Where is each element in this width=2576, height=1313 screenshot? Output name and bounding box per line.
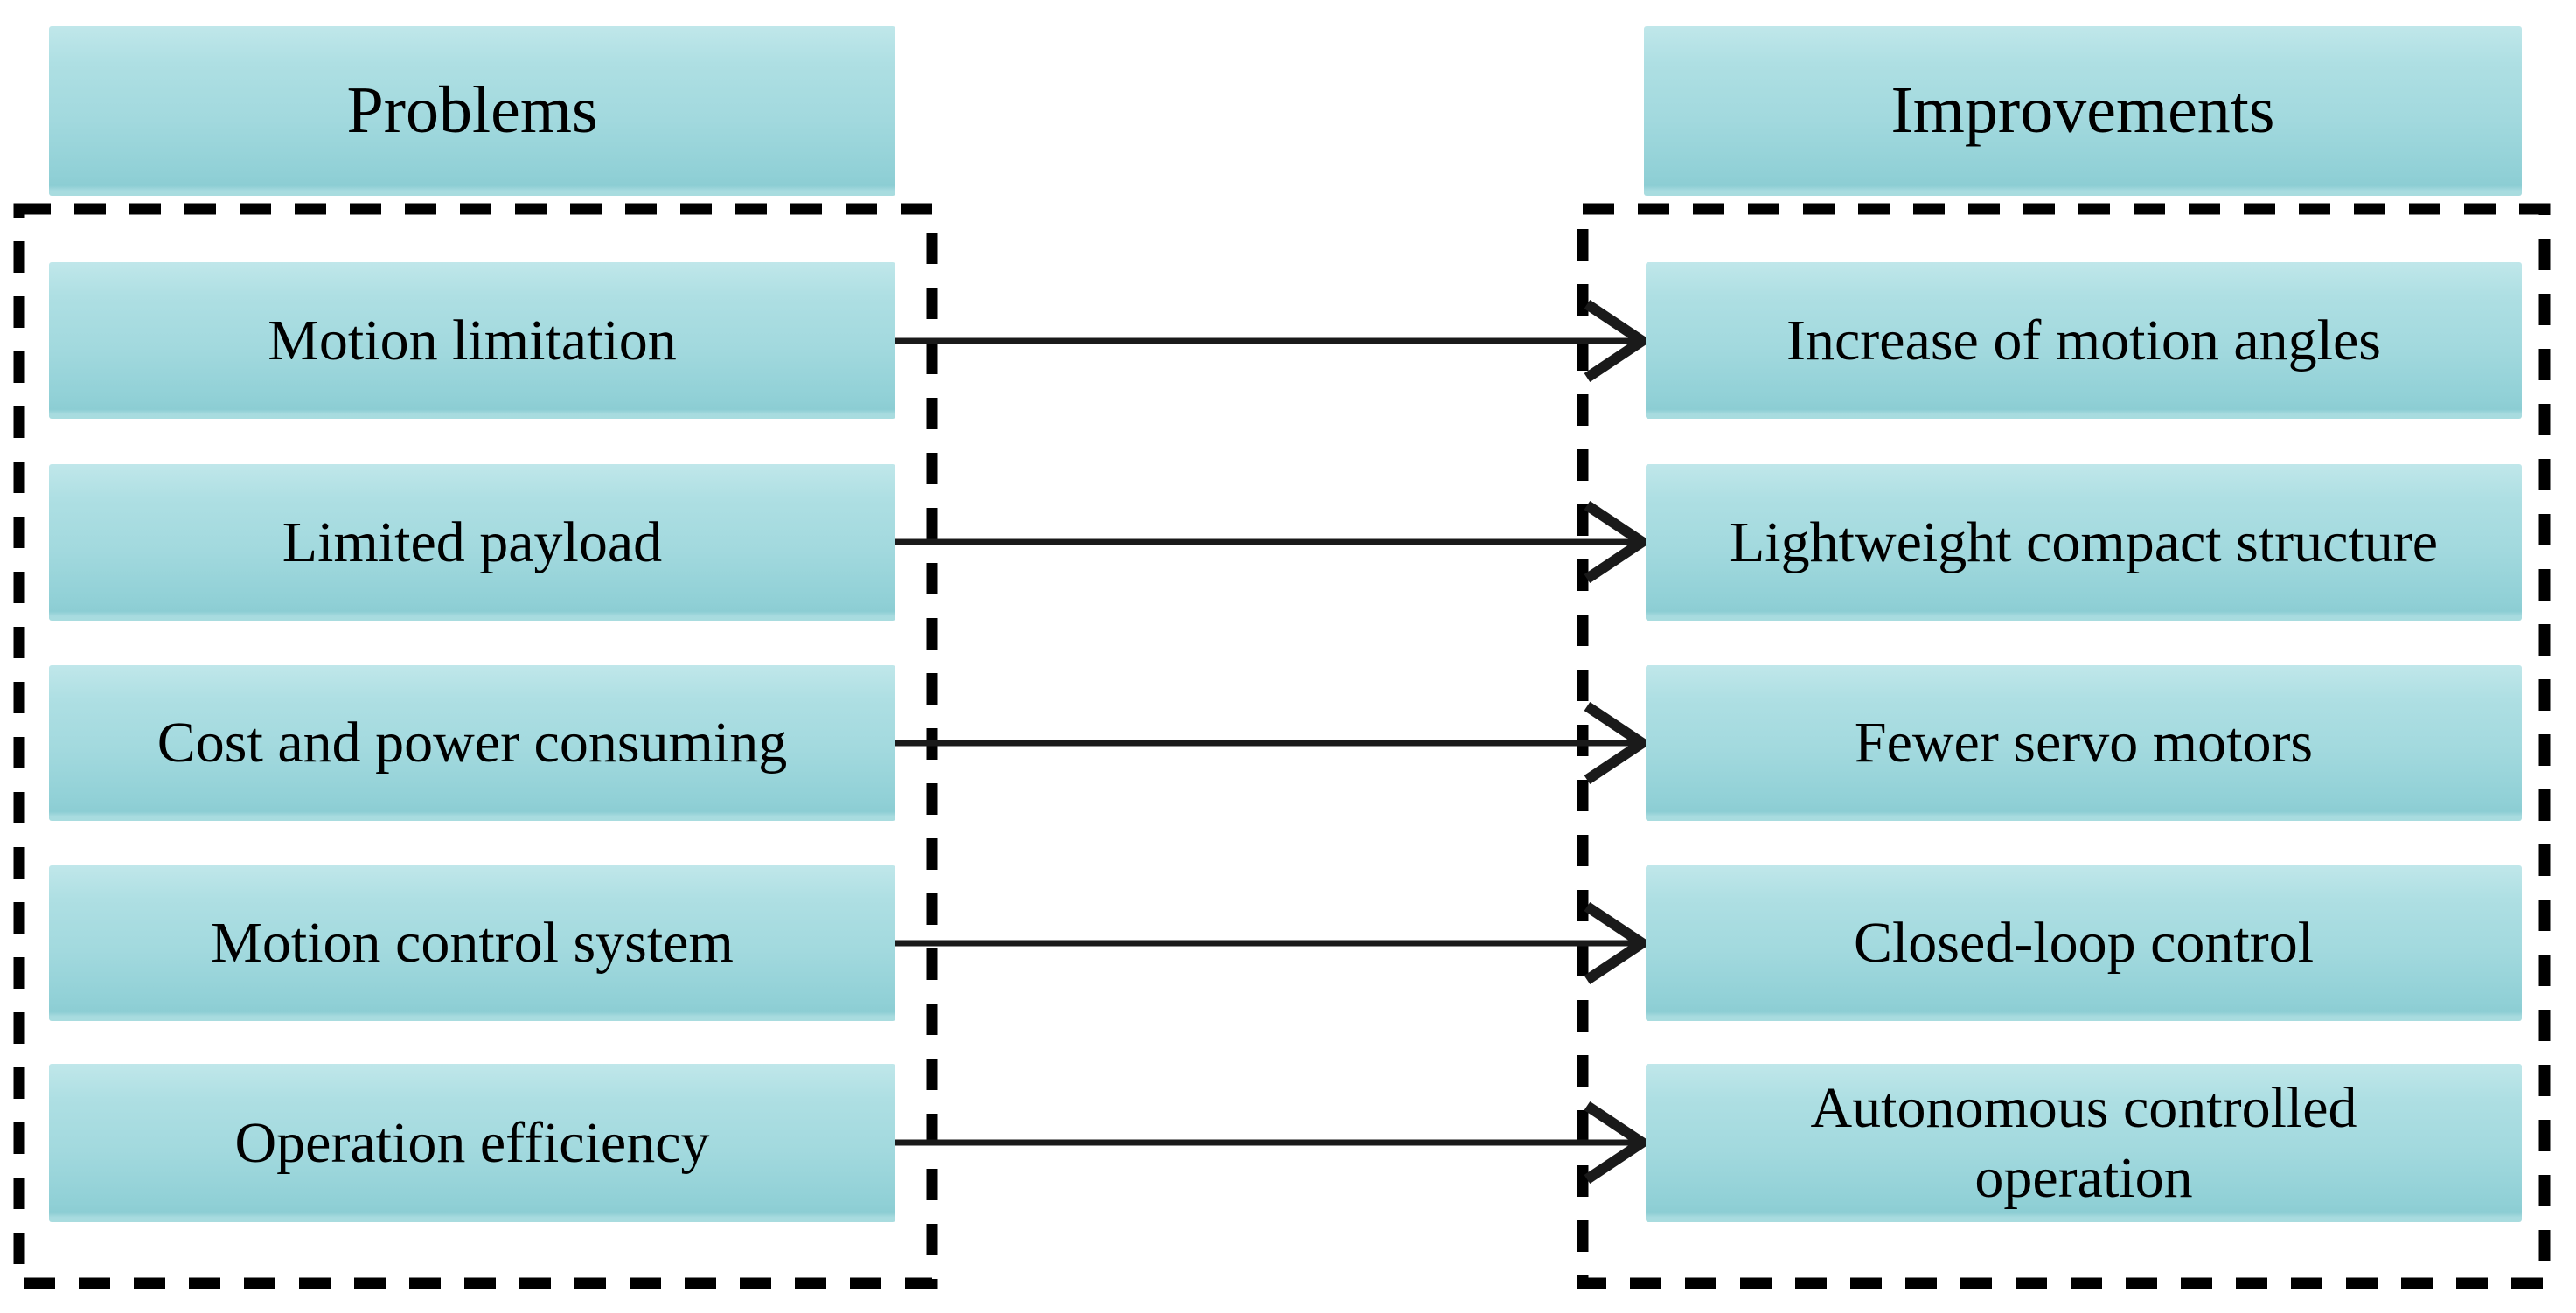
arrow-operation-efficiency	[895, 1101, 1652, 1184]
improvement-box-fewer-servos: Fewer servo motors	[1646, 665, 2522, 821]
problem-box-motion-limitation: Motion limitation	[49, 262, 895, 419]
improvement-box-motion-angles: Increase of motion angles	[1646, 262, 2522, 419]
problem-box-cost-power: Cost and power consuming	[49, 665, 895, 821]
problems-header-label: Problems	[346, 73, 598, 148]
improvement-box-autonomous-operation: Autonomous controlled operation	[1646, 1064, 2522, 1222]
problem-box-operation-efficiency: Operation efficiency	[49, 1064, 895, 1222]
improvement-box-lightweight-structure: Lightweight compact structure	[1646, 464, 2522, 621]
arrow-cost-power	[895, 702, 1652, 784]
problem-label: Limited payload	[282, 510, 663, 574]
improvement-box-closed-loop: Closed-loop control	[1646, 865, 2522, 1021]
improvement-label: Autonomous controlled operation	[1810, 1076, 2357, 1210]
problem-box-motion-control: Motion control system	[49, 865, 895, 1021]
improvement-label: Closed-loop control	[1853, 911, 2315, 976]
problem-label: Motion control system	[211, 911, 734, 976]
problem-label: Cost and power consuming	[157, 711, 788, 775]
improvement-label: Increase of motion angles	[1786, 308, 2381, 372]
improvement-label: Fewer servo motors	[1854, 711, 2314, 775]
improvements-header-label: Improvements	[1890, 73, 2275, 148]
improvements-header: Improvements	[1644, 26, 2522, 196]
improvement-label: Lightweight compact structure	[1729, 510, 2439, 574]
arrow-motion-limitation	[895, 300, 1652, 382]
problem-label: Motion limitation	[268, 308, 677, 372]
arrow-motion-control	[895, 902, 1652, 984]
problem-box-limited-payload: Limited payload	[49, 464, 895, 621]
problem-label: Operation efficiency	[234, 1110, 710, 1175]
problems-header: Problems	[49, 26, 895, 196]
arrow-limited-payload	[895, 501, 1652, 583]
